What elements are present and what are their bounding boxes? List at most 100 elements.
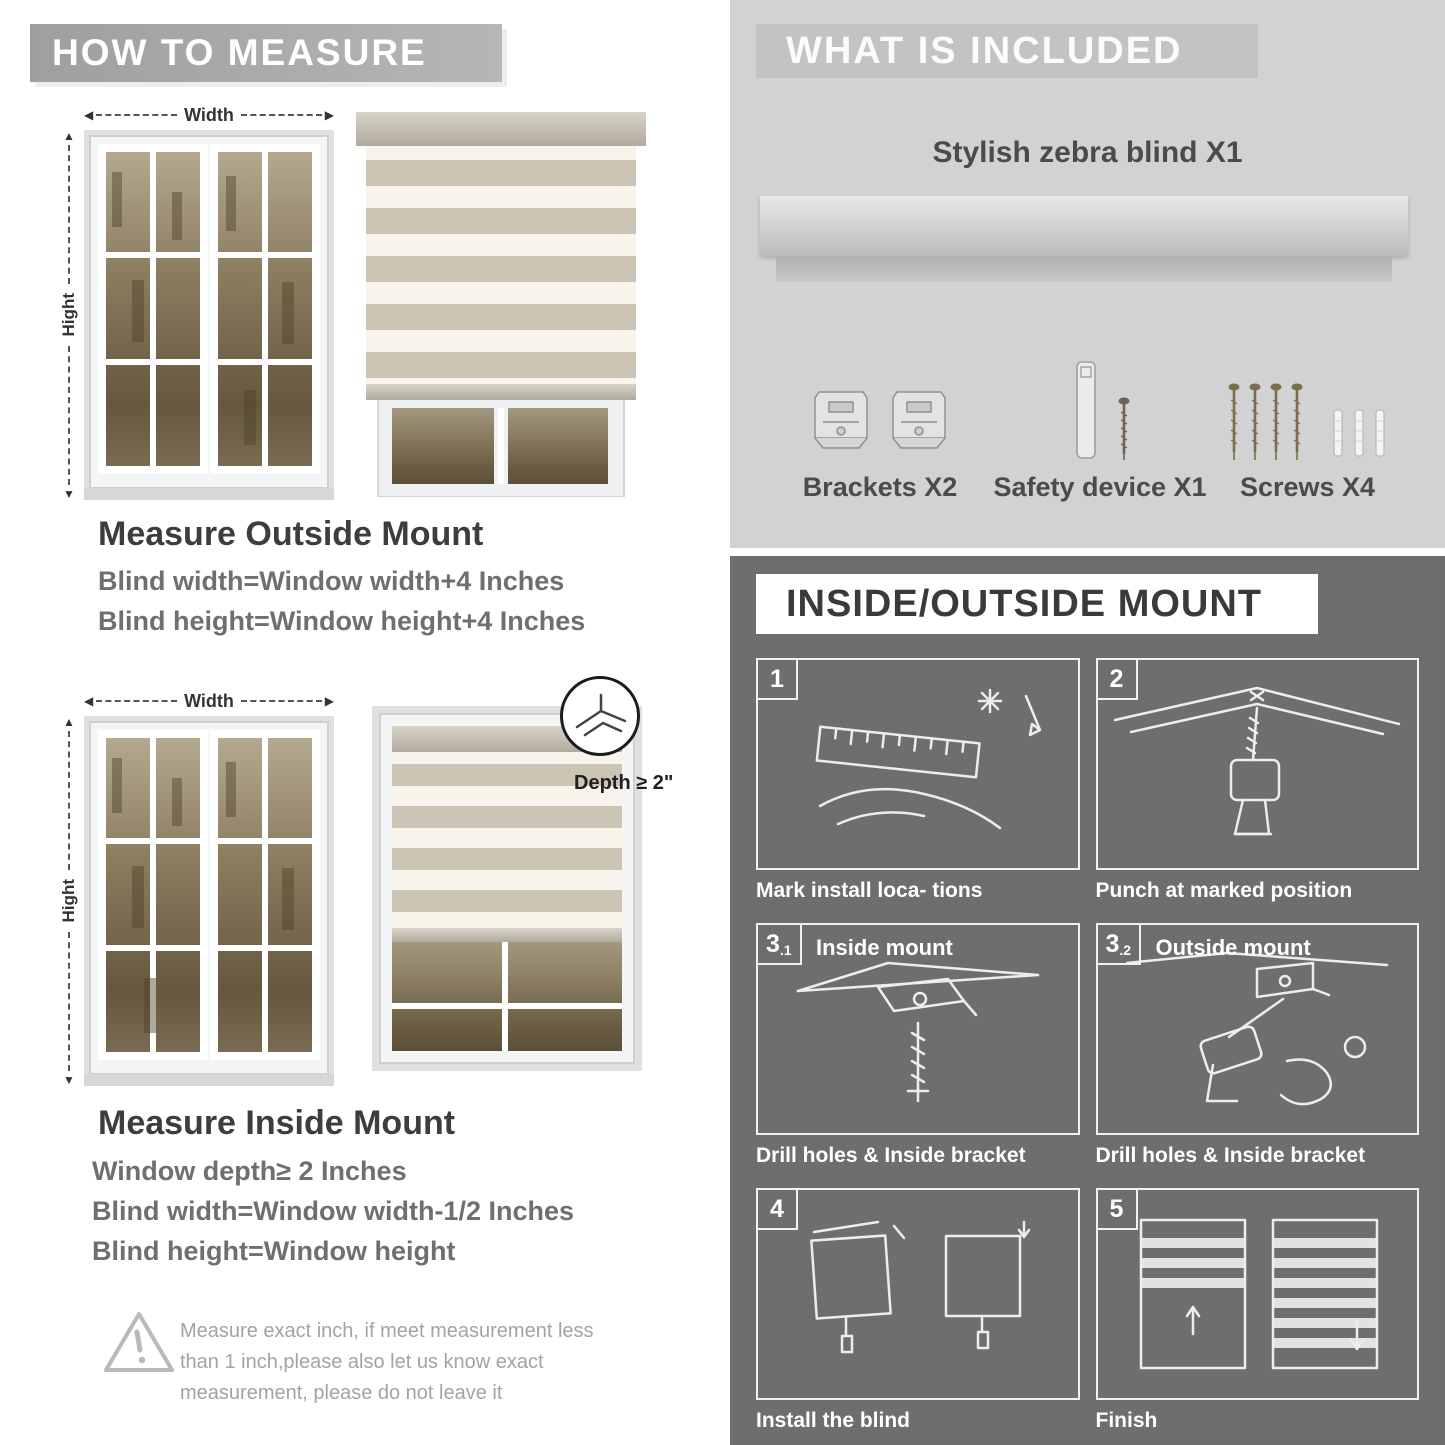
how-to-measure-section: HOW TO MEASURE ◀ Width ▶ ▲ Hight ▼: [0, 0, 712, 1445]
safety-device-item: Safety device X1: [993, 322, 1207, 503]
step-4-panel: 4: [756, 1188, 1080, 1400]
inside-width-formula: Blind width=Window width-1/2 Inches: [92, 1196, 575, 1226]
screw-icon: [1249, 383, 1261, 460]
outside-width-formula: Blind width=Window width+4 Inches: [98, 566, 565, 596]
step-number-text: 1: [770, 664, 784, 693]
screw-icon: [1118, 397, 1130, 460]
dash-line: [68, 345, 70, 485]
outside-mount-title: Measure Outside Mount: [98, 515, 484, 553]
dash-line: [68, 145, 70, 285]
outside-bracket-illustration: [1126, 951, 1389, 1106]
mount-header: INSIDE/OUTSIDE MOUNT: [756, 574, 1318, 634]
figure-corner-spacer: [58, 104, 84, 130]
what-is-included-header: WHAT IS INCLUDED: [756, 24, 1258, 78]
step-3-1-number: 3 .1: [756, 923, 802, 965]
width-dimension-arrow: ◀ Width ▶: [84, 104, 334, 130]
mount-steps-grid: 1: [756, 658, 1419, 1433]
screws-label: Screws X4: [1239, 472, 1376, 502]
arrow-left-icon: ◀: [84, 108, 94, 122]
arrow-up-icon: ▲: [63, 715, 75, 729]
section-separator: [730, 548, 1445, 556]
brackets-item: Brackets X2: [760, 322, 1000, 503]
column-divider: [712, 0, 730, 1445]
bracket-icon: [814, 391, 868, 449]
step-5: 5: [1095, 1188, 1419, 1433]
screws-item: Screws X4: [1200, 322, 1415, 503]
step-number-text: 3: [766, 929, 780, 958]
dash-line: [96, 114, 178, 116]
inside-mount-label: Inside mount: [816, 935, 953, 960]
width-label: Width: [184, 104, 234, 125]
step-1-caption: Mark install loca- tions: [756, 879, 983, 902]
zebra-blind-illustration: [356, 112, 646, 498]
outside-height-formula: Blind height=Window height+4 Inches: [98, 606, 586, 636]
screw-icon: [1291, 383, 1303, 460]
install-blind-illustration: [809, 1220, 1030, 1354]
dash-line: [240, 114, 322, 116]
depth-requirement-label: Depth ≥ 2": [574, 772, 674, 794]
outside-window-figure: ◀ Width ▶ ▲ Hight ▼: [58, 104, 334, 500]
arrow-right-icon: ▶: [324, 694, 335, 708]
inside-height-formula: Blind height=Window height: [92, 1236, 456, 1266]
step-1: 1: [756, 658, 1080, 903]
zebra-blind-inside-illustration: [372, 706, 642, 1071]
wall-anchor-icon: [1333, 409, 1343, 457]
height-dimension-arrow: ▲ Hight ▼: [58, 130, 84, 500]
step-2-number: 2: [1095, 658, 1138, 700]
width-label: Width: [184, 690, 234, 711]
dash-line: [68, 731, 70, 871]
dash-line: [96, 700, 178, 702]
step-5-panel: 5: [1095, 1188, 1419, 1400]
step-number-text: 2: [1109, 664, 1124, 693]
inside-mount-title: Measure Inside Mount: [98, 1104, 456, 1142]
arrow-right-icon: ▶: [324, 108, 335, 122]
height-label: Hight: [59, 293, 78, 337]
step-5-number: 5: [1095, 1188, 1138, 1230]
blind-quantity-label: Stylish zebra blind X1: [932, 136, 1243, 169]
step-number-text: 3: [1105, 929, 1120, 958]
step-1-panel: 1: [756, 658, 1080, 870]
what-is-included-section: WHAT IS INCLUDED Stylish zebra blind X1: [730, 0, 1445, 548]
arrow-down-icon: ▼: [63, 487, 75, 501]
arrow-up-icon: ▲: [63, 129, 75, 143]
step-number-sub: .1: [779, 942, 792, 958]
safety-device-icon: [1076, 361, 1096, 459]
dash-line: [240, 700, 322, 702]
measurement-note: Measure exact inch, if meet measurement …: [180, 1320, 594, 1404]
inside-blind-figure: [372, 706, 642, 1076]
step-4-caption: Install the blind: [756, 1409, 911, 1432]
dash-line: [68, 931, 70, 1071]
step-number-sub: .2: [1119, 942, 1132, 958]
blind-headrail-image: [760, 196, 1408, 256]
wall-anchor-icon: [1354, 409, 1364, 457]
screw-icon: [1228, 383, 1240, 460]
right-column: WHAT IS INCLUDED Stylish zebra blind X1: [730, 0, 1445, 1445]
screws-group: [1227, 382, 1304, 462]
wall-anchor-icon: [1375, 409, 1385, 457]
step-number-text: 4: [770, 1194, 784, 1223]
step-3-1-caption: Drill holes & Inside bracket: [756, 1144, 1026, 1167]
figure-corner-spacer: [58, 690, 84, 716]
outside-blind-figure: [356, 112, 646, 502]
included-items-row: Brackets X2: [760, 322, 1415, 503]
step-2-panel: 2: [1095, 658, 1419, 870]
screw-icon: [1270, 383, 1282, 460]
height-dimension-arrow: ▲ Hight ▼: [58, 716, 84, 1086]
window-illustration: [84, 716, 334, 1086]
step-4: 4: [756, 1188, 1080, 1433]
brackets-label: Brackets X2: [802, 472, 958, 502]
step-3-2-panel: 3 .2 Outside mount: [1095, 923, 1419, 1135]
step-3-1-panel: 3 .1 Inside mount: [756, 923, 1080, 1135]
screws-illustration: [1227, 322, 1388, 462]
brackets-illustration: [809, 322, 951, 462]
how-to-measure-header: HOW TO MEASURE: [30, 24, 502, 82]
anchors-group: [1330, 406, 1388, 462]
corner-zoom-icon: [575, 693, 627, 737]
width-dimension-arrow: ◀ Width ▶: [84, 690, 334, 716]
step-3-2-number: 3 .2: [1095, 923, 1142, 965]
outside-mount-label: Outside mount: [1155, 935, 1311, 960]
step-2: 2: [1095, 658, 1419, 903]
inside-window-figure: ◀ Width ▶ ▲ Hight ▼: [58, 690, 334, 1086]
step-2-caption: Punch at marked position: [1095, 879, 1353, 902]
